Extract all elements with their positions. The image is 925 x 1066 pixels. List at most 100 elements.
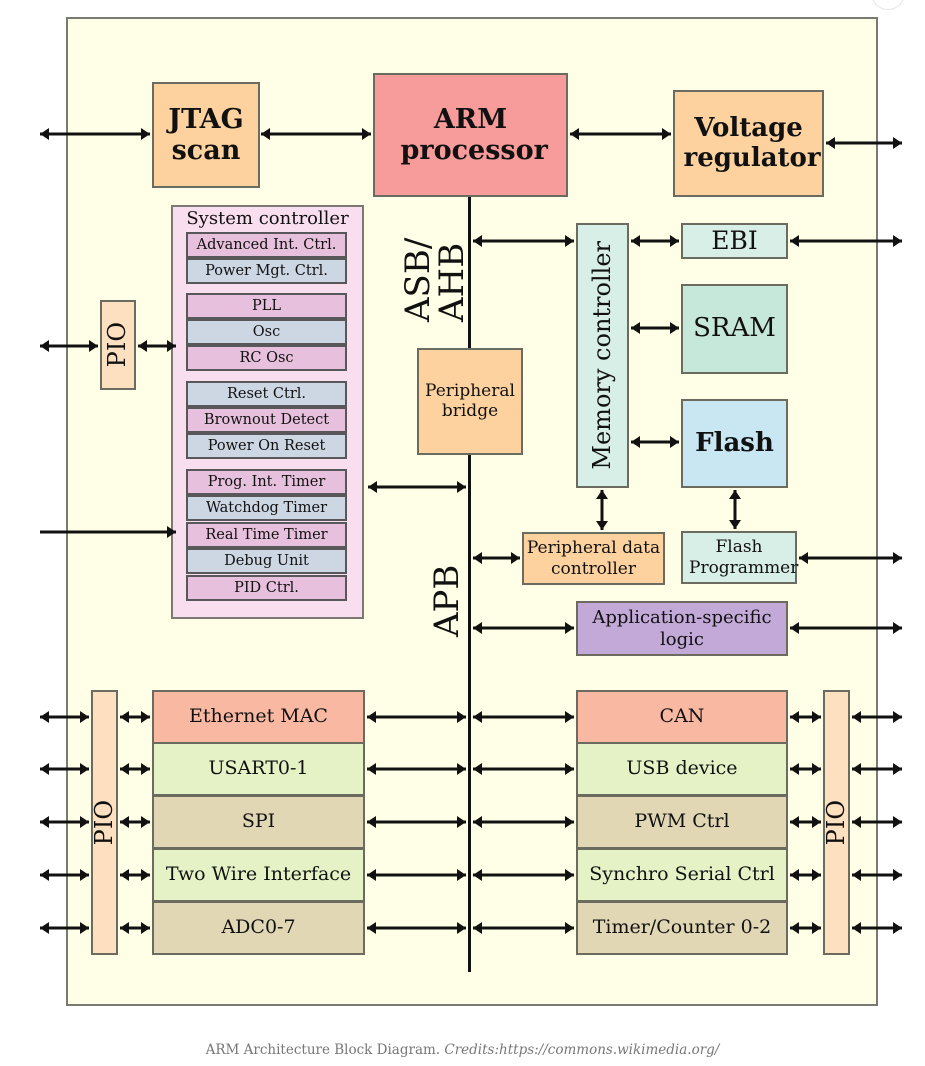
arrow-head — [631, 235, 640, 247]
voltage-label: Voltage regulator — [683, 112, 821, 173]
arrow-head — [120, 711, 129, 723]
sysctl-item: Brownout Detect — [186, 407, 347, 433]
peripheral-bus-line — [468, 455, 471, 972]
arrow-head — [367, 869, 376, 881]
arrow-head — [893, 869, 902, 881]
arrow-head — [565, 816, 574, 828]
arrow-head — [565, 869, 574, 881]
arrow-head — [138, 340, 147, 352]
flash-block: Flash — [681, 399, 788, 488]
peripheral-data-controller-block: Peripheral data controller — [522, 532, 665, 585]
arm-processor-block: ARM processor — [373, 73, 568, 197]
arrow-head — [40, 711, 49, 723]
arrow-head — [596, 490, 608, 499]
voltage-regulator-block: Voltage regulator — [673, 90, 824, 197]
arrow-head — [141, 922, 150, 934]
arrow-head — [457, 711, 466, 723]
sysctl-item: Power On Reset — [186, 433, 347, 459]
arrow-head — [852, 922, 861, 934]
arrow-head — [80, 869, 89, 881]
sysctl-item: Real Time Timer — [186, 522, 347, 548]
arrow-head — [812, 869, 821, 881]
arrow-head — [473, 816, 482, 828]
arrow-head — [670, 235, 679, 247]
arrow-head — [141, 816, 150, 828]
arrow-head — [261, 128, 270, 140]
arrow-head — [167, 526, 176, 538]
arrow-head — [473, 622, 482, 634]
peripheral-label: PWM Ctrl — [634, 810, 730, 833]
arrow-head — [790, 711, 799, 723]
arrow-head — [368, 481, 377, 493]
arrow-head — [790, 622, 799, 634]
arrow-head — [80, 763, 89, 775]
sysctl-item: Advanced Int. Ctrl. — [186, 232, 347, 258]
arrow-head — [89, 340, 98, 352]
arrow-head — [670, 322, 679, 334]
sysctl-item: Osc — [186, 319, 347, 345]
pio-block-right: PIO — [822, 690, 850, 955]
arrow-head — [893, 622, 902, 634]
peripheral-left: ADC0-7 — [152, 901, 365, 955]
arrow-head — [826, 137, 835, 149]
system-controller-title: System controller — [186, 208, 349, 229]
arrow-head — [457, 922, 466, 934]
arrow-head — [670, 436, 679, 448]
arrow-head — [40, 816, 49, 828]
sysctl-item: Debug Unit — [186, 548, 347, 574]
arrow-head — [893, 137, 902, 149]
arrow-head — [40, 763, 49, 775]
peripheral-right: Timer/Counter 0-2 — [576, 901, 788, 955]
arrow-head — [473, 552, 482, 564]
ebi-block: EBI — [681, 223, 788, 259]
arrow-head — [565, 622, 574, 634]
arm-label: ARM processor — [400, 103, 548, 166]
jtag-label: JTAG scan — [168, 103, 244, 166]
arrow-head — [367, 816, 376, 828]
memory-controller-block: Memory controller — [576, 223, 629, 488]
arrow-head — [457, 869, 466, 881]
peripheral-right: PWM Ctrl — [576, 795, 788, 849]
arrow-head — [893, 763, 902, 775]
ebi-label: EBI — [711, 225, 758, 255]
arrow-head — [40, 340, 49, 352]
arrow-head — [631, 436, 640, 448]
arrow-head — [367, 763, 376, 775]
arrow-head — [473, 711, 482, 723]
peripheral-label: Ethernet MAC — [189, 705, 328, 728]
peripheral-right: CAN — [576, 690, 788, 744]
arrow-head — [812, 711, 821, 723]
arrow-head — [570, 128, 579, 140]
arrow-head — [565, 235, 574, 247]
caption-credits: Credits:https://commons.wikimedia.org/ — [444, 1042, 720, 1058]
arrow-head — [893, 922, 902, 934]
arrow-head — [457, 481, 466, 493]
arrow-head — [790, 763, 799, 775]
arrow-head — [473, 869, 482, 881]
arrow-head — [893, 552, 902, 564]
arrow-head — [565, 711, 574, 723]
arrow-head — [799, 552, 808, 564]
peripheral-label: Timer/Counter 0-2 — [592, 916, 772, 939]
sysctl-item: Prog. Int. Timer — [186, 469, 347, 495]
sysctl-item: PLL — [186, 293, 347, 319]
pio-block-small: PIO — [100, 300, 136, 390]
arrow-head — [852, 763, 861, 775]
arrow-head — [473, 763, 482, 775]
sram-block: SRAM — [681, 284, 788, 374]
arrow-head — [852, 816, 861, 828]
arrow-head — [367, 922, 376, 934]
arrow-head — [565, 763, 574, 775]
sysctl-item: Reset Ctrl. — [186, 381, 347, 407]
arrow-head — [729, 520, 741, 529]
arrow-head — [120, 816, 129, 828]
pio-block-left: PIO — [90, 690, 118, 955]
arrow-head — [852, 869, 861, 881]
peripheral-right: Synchro Serial Ctrl — [576, 848, 788, 902]
peripheral-left: SPI — [152, 795, 365, 849]
peripheral-label: Two Wire Interface — [165, 863, 352, 886]
arrow-head — [662, 128, 671, 140]
peripheral-label: ADC0-7 — [221, 916, 296, 939]
arrow-head — [812, 816, 821, 828]
